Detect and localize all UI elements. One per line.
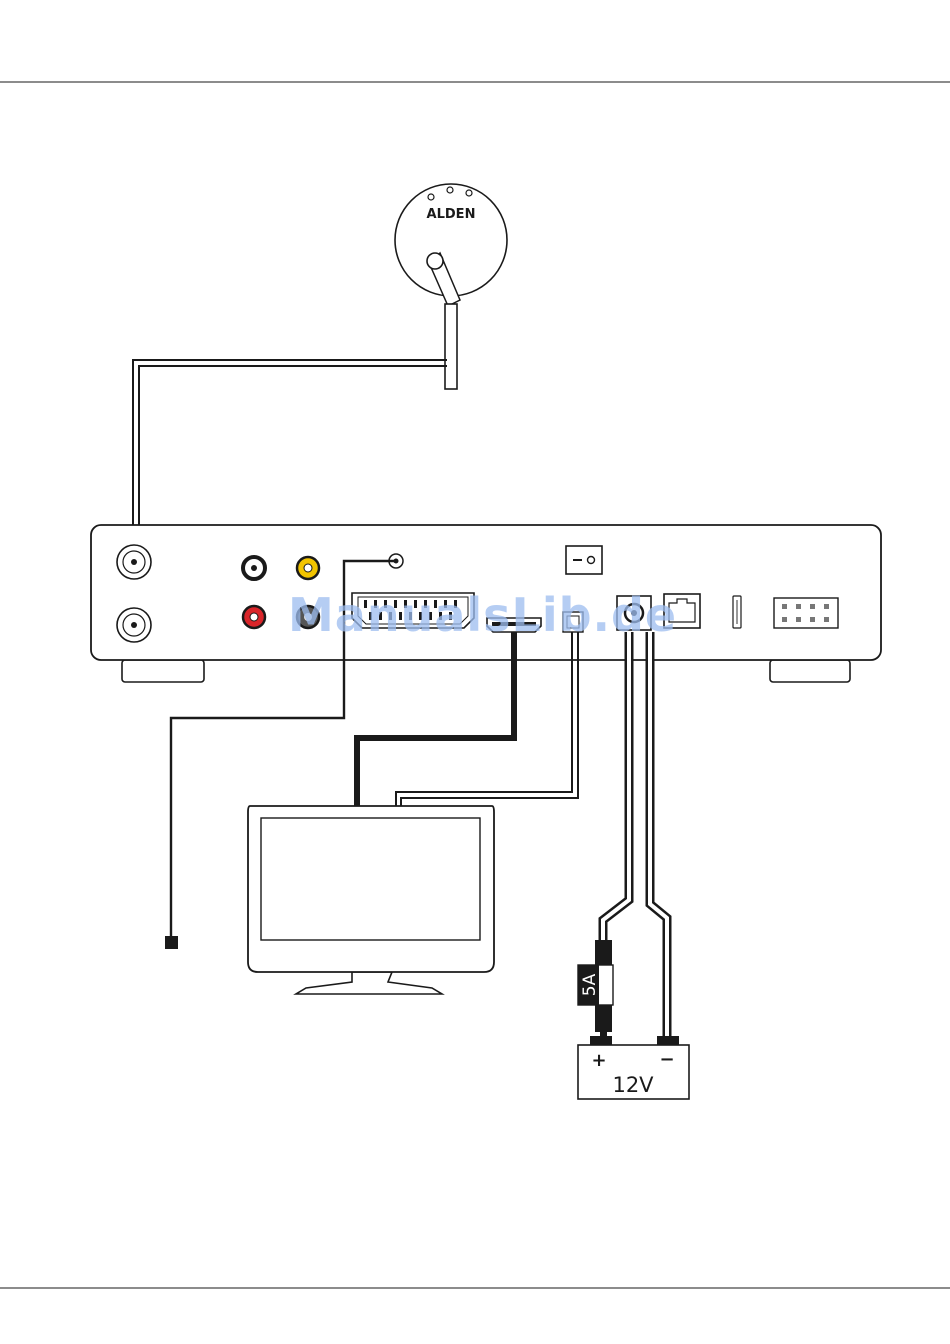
tv-screen — [261, 818, 480, 940]
tv-stand — [296, 972, 442, 994]
dish-mast — [445, 304, 457, 389]
battery-voltage-label: 12V — [612, 1073, 654, 1097]
battery-plus-sign: + — [591, 1050, 606, 1071]
battery: + − 12V — [578, 1036, 689, 1099]
battery-terminal-negative — [657, 1036, 679, 1045]
television — [248, 806, 494, 994]
dish-brand: ALDEN — [427, 207, 476, 222]
tv-power-out-socket — [563, 612, 583, 632]
receiver-foot-left — [122, 660, 204, 682]
ir-sensor-head — [165, 936, 178, 949]
power-switch — [566, 546, 602, 574]
positive-cable — [603, 632, 629, 945]
negative-cable — [650, 632, 667, 1040]
lnb-head — [427, 253, 443, 269]
scart-port — [352, 593, 474, 628]
control-port — [774, 598, 838, 628]
satellite-dish: ALDEN — [395, 184, 507, 389]
battery-terminal-positive — [590, 1036, 612, 1045]
receiver-box — [91, 525, 881, 682]
battery-minus-sign: − — [659, 1049, 674, 1070]
fuse-label: 5A — [580, 973, 600, 996]
fuse-holder: 5A — [578, 940, 613, 1040]
receiver-foot-right — [770, 660, 850, 682]
